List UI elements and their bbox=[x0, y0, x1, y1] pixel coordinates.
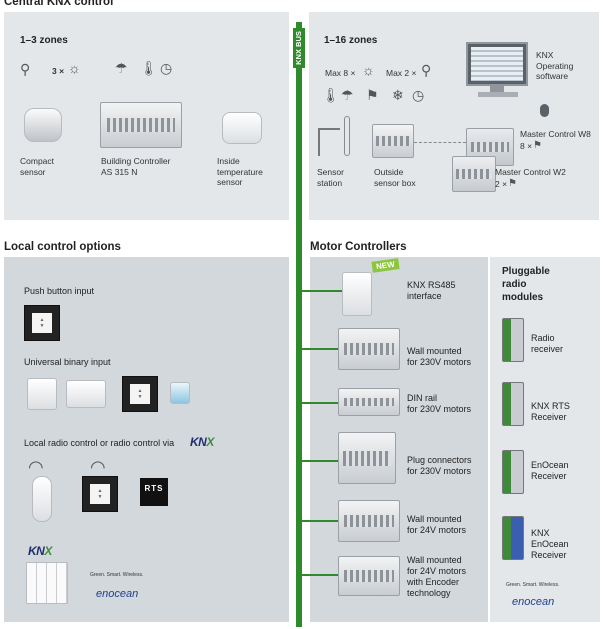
monitor-stand bbox=[490, 86, 504, 92]
knx-logo-x: X bbox=[44, 544, 52, 558]
mouse-icon bbox=[540, 104, 549, 117]
enocean-receiver-module-image bbox=[502, 450, 524, 494]
operating-software-label: KNX Operating software bbox=[536, 50, 574, 81]
sensor-station-image bbox=[318, 128, 340, 156]
bus-branch bbox=[302, 290, 342, 292]
zones-left-title: 1–3 zones bbox=[20, 35, 68, 46]
flag-icon: ⚑ bbox=[508, 178, 517, 189]
clock-icon: ◷ bbox=[412, 87, 425, 103]
monitor-base bbox=[478, 92, 518, 97]
knx-bus-label: KNX BUS bbox=[294, 31, 303, 65]
binary-input-module-image bbox=[27, 378, 57, 410]
wind-sensor-icon: ⚲ bbox=[421, 62, 432, 78]
knx-logo: KNX bbox=[28, 544, 52, 558]
knx-logo-x: X bbox=[206, 435, 214, 449]
knx-push-button-panel-image bbox=[26, 562, 68, 604]
inside-temperature-sensor-label: Inside temperature sensor bbox=[217, 156, 263, 187]
master-w2-label: Master Control W2 bbox=[495, 167, 566, 177]
sensor-station-mast bbox=[344, 116, 350, 156]
pluggable-item-label: KNX RTS Receiver bbox=[531, 401, 570, 422]
master-w8-label: Master Control W8 bbox=[520, 129, 591, 139]
enocean-logo: enocean bbox=[512, 596, 555, 608]
clock-icon: ◷ bbox=[160, 60, 173, 76]
radio-wave-icon: ◠ bbox=[28, 457, 44, 477]
knx-rts-receiver-module-image bbox=[502, 382, 524, 426]
wall-mounted-230v-image bbox=[338, 328, 400, 370]
knx-logo-kn: KN bbox=[28, 544, 45, 558]
thermometer-icon: 🌡 bbox=[322, 87, 340, 103]
building-controller-label: Building Controller AS 315 N bbox=[101, 156, 171, 177]
compact-sensor-image bbox=[24, 108, 62, 142]
sun-icon: ☼ bbox=[362, 62, 375, 78]
thermometer-icon: 🌡 bbox=[140, 60, 158, 76]
max-sun-count: Max 8 × bbox=[325, 68, 356, 78]
plug-connectors-230v-image bbox=[338, 432, 396, 484]
rain-icon: ☂ bbox=[115, 60, 128, 76]
master-w2-count: 2 × bbox=[495, 179, 508, 189]
enocean-tagline: Green. Smart. Wireless. bbox=[506, 582, 560, 588]
sun-count: 3 × bbox=[52, 66, 65, 76]
binary-input-box-image bbox=[66, 380, 106, 408]
motor-item-label: Wall mounted for 230V motors bbox=[407, 346, 472, 367]
knx-bus-tag bbox=[293, 28, 305, 68]
knx-logo-kn: KN bbox=[190, 435, 207, 449]
bus-branch bbox=[302, 574, 338, 576]
outside-sensor-box-image bbox=[372, 124, 414, 158]
pluggable-title: Pluggable radio modules bbox=[502, 266, 550, 303]
knx-rs485-interface-image bbox=[342, 272, 372, 316]
zones-right-title: 1–16 zones bbox=[324, 35, 378, 46]
sun-icon: ☼ bbox=[68, 60, 81, 76]
motor-item-label: DIN rail for 230V motors bbox=[407, 393, 472, 414]
motor-item-label: Plug connectors for 230V motors bbox=[407, 455, 472, 476]
local-title: Local control options bbox=[4, 241, 121, 253]
pluggable-item-label: EnOcean Receiver bbox=[531, 460, 569, 481]
motor-item-label: Wall mounted for 24V motors bbox=[407, 514, 467, 535]
radio-control-label: Local radio control or radio control via bbox=[24, 438, 175, 448]
master-control-w2-image bbox=[452, 156, 496, 192]
motor-title: Motor Controllers bbox=[310, 241, 407, 253]
compact-sensor-label: Compact sensor bbox=[20, 156, 55, 177]
pluggable-item-label: KNX EnOcean Receiver bbox=[531, 528, 569, 560]
binary-input-switch-image bbox=[122, 376, 158, 412]
pluggable-panel bbox=[490, 257, 600, 622]
wind-flag-icon: ⚑ bbox=[366, 87, 379, 103]
binary-input-label: Universal binary input bbox=[24, 357, 111, 367]
bus-branch bbox=[302, 402, 338, 404]
rts-logo: RTS bbox=[140, 478, 168, 506]
building-controller-image bbox=[100, 102, 182, 148]
wind-sensor-icon: ⚲ bbox=[20, 61, 31, 77]
enocean-logo: enocean bbox=[96, 588, 139, 600]
binary-input-sensor-image bbox=[170, 382, 190, 404]
monitor-icon bbox=[466, 42, 528, 86]
sensor-station-label: Sensor station bbox=[317, 167, 344, 188]
sensor-link-line bbox=[414, 142, 466, 143]
motor-item-label: Wall mounted for 24V motors with Encoder… bbox=[407, 555, 467, 598]
motor-item-label: KNX RS485 interface bbox=[407, 280, 456, 301]
push-button-switch-image bbox=[24, 305, 60, 341]
master-w8-count: 8 × bbox=[520, 141, 533, 151]
bus-branch bbox=[302, 460, 338, 462]
knx-bus-rail bbox=[296, 22, 302, 627]
wall-mounted-24v-encoder-image bbox=[338, 556, 400, 596]
rain-icon: ☂ bbox=[341, 87, 354, 103]
wall-mounted-24v-image bbox=[338, 500, 400, 542]
pluggable-item-label: Radio receiver bbox=[531, 333, 564, 354]
frost-icon: ❄ bbox=[392, 87, 404, 103]
flag-icon: ⚑ bbox=[533, 140, 542, 151]
knx-enocean-receiver-module-image bbox=[502, 516, 524, 560]
max-wind-count: Max 2 × bbox=[386, 68, 417, 78]
enocean-tagline: Green. Smart. Wireless. bbox=[90, 572, 144, 578]
bus-branch bbox=[302, 520, 338, 522]
inside-temperature-sensor-image bbox=[222, 112, 262, 144]
knx-logo: KNX bbox=[190, 435, 214, 449]
radio-wave-icon: ◠ bbox=[90, 457, 106, 477]
radio-receiver-module-image bbox=[502, 318, 524, 362]
din-rail-230v-image bbox=[338, 388, 400, 416]
radio-remote-image bbox=[32, 476, 52, 522]
bus-branch bbox=[302, 348, 338, 350]
central-title: Central KNX control bbox=[4, 0, 114, 8]
push-button-label: Push button input bbox=[24, 286, 95, 296]
outside-sensor-box-label: Outside sensor box bbox=[374, 167, 416, 188]
radio-wall-switch-image bbox=[82, 476, 118, 512]
